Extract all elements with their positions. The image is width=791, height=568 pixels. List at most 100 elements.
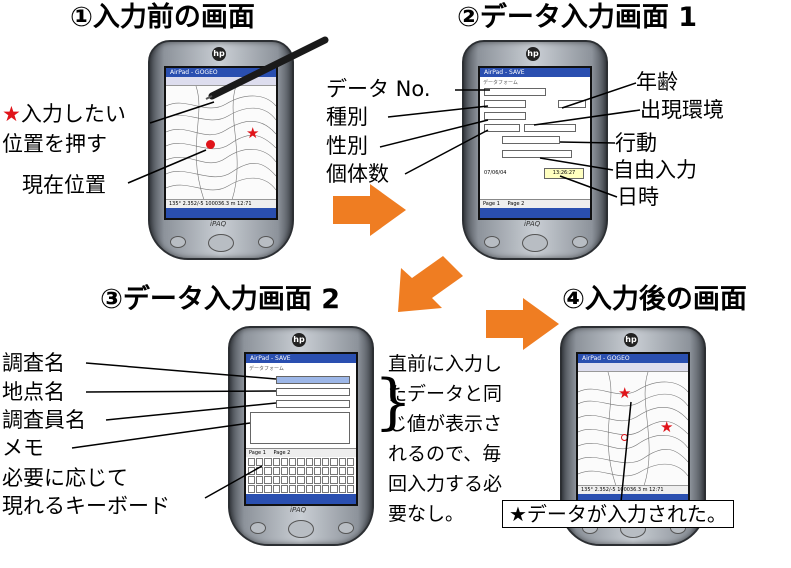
pda-screen-1: AirPad - GOGEO ★ 135° 2.352/-5 100036 — [164, 66, 278, 220]
tab-page-1[interactable]: Page 1 — [483, 201, 500, 207]
tap-instruction-line-2: 位置を押す — [2, 132, 107, 156]
hp-logo-icon: hp — [624, 333, 638, 347]
page-tabs: Page 1 Page 2 — [246, 448, 356, 457]
tab-page-1[interactable]: Page 1 — [249, 450, 266, 456]
memo-field[interactable] — [250, 412, 350, 444]
datetime-label: 日時 — [617, 185, 659, 209]
software-keyboard[interactable] — [248, 458, 354, 493]
hardware-button[interactable] — [258, 236, 274, 248]
current-position-marker — [206, 140, 215, 149]
memo-label: メモ — [2, 436, 44, 460]
data-no-field[interactable] — [484, 88, 546, 96]
note-line-2: たデータと同 — [388, 383, 503, 405]
app-title-bar: AirPad - GOGEO — [166, 68, 276, 77]
leader-line-site-name — [85, 390, 277, 393]
title-screen-before-input: ①入力前の画面 — [70, 2, 255, 33]
hardware-button[interactable] — [250, 522, 266, 534]
leader-line-sex — [379, 119, 489, 148]
leader-line-age — [561, 82, 637, 109]
note-line-1: 直前に入力し — [388, 353, 503, 375]
hardware-button[interactable] — [338, 522, 354, 534]
note-line-3: じ値が表示さ — [388, 413, 503, 435]
tab-page-2[interactable]: Page 2 — [507, 201, 525, 207]
pda-screen-4: AirPad - GOGEO ★ ★ 135° 2.352/- — [576, 352, 690, 506]
app-title-bar: AirPad - GOGEO — [578, 354, 688, 363]
environment-label: 出現環境 — [640, 98, 724, 122]
leader-line-environment — [533, 109, 641, 126]
pda-screen-2: AirPad - SAVE データフォーム 07/06/04 13:26:27 … — [478, 66, 592, 220]
leader-line-result — [620, 401, 632, 503]
star-icon: ★ — [2, 102, 21, 126]
hardware-button[interactable] — [484, 236, 500, 248]
app-title-bar: AirPad - SAVE — [480, 68, 590, 77]
sex-field[interactable] — [484, 112, 526, 120]
page-tabs: Page 1 Page 2 — [480, 199, 590, 208]
leader-line-species — [387, 105, 489, 118]
keyboard-label-line-1: 必要に応じて — [2, 466, 128, 490]
map-toolbar[interactable] — [166, 77, 276, 86]
leader-line-survey-name — [85, 362, 277, 380]
leader-line-datetime — [559, 175, 618, 198]
recorded-data-star-icon: ★ — [660, 418, 674, 436]
leader-line-keyboard — [204, 465, 263, 499]
tap-instruction-line-1: ★入力したい — [2, 102, 126, 126]
hp-logo-icon: hp — [292, 333, 306, 347]
site-name-label: 地点名 — [2, 380, 65, 404]
hardware-button[interactable] — [572, 236, 588, 248]
hp-logo-icon: hp — [212, 47, 226, 61]
pda-device-1: hp AirPad - GOGEO ★ 135° 2.352 — [148, 40, 294, 260]
count-field[interactable] — [484, 124, 520, 132]
title-data-input-screen-2: ③データ入力画面 2 — [100, 284, 341, 315]
free-input-field[interactable] — [502, 150, 572, 158]
flow-arrows — [333, 184, 559, 350]
bottom-command-bar — [480, 208, 590, 218]
title-screen-after-input: ④入力後の画面 — [562, 284, 747, 315]
arrow-right-icon — [486, 298, 559, 350]
data-no-label: データ No. — [326, 77, 431, 101]
navigation-pad[interactable] — [522, 234, 548, 252]
form-title: データフォーム — [483, 80, 518, 86]
keyboard-label-line-2: 現れるキーボード — [2, 494, 170, 518]
environment-field[interactable] — [524, 124, 576, 132]
navigation-pad[interactable] — [288, 520, 314, 538]
bottom-command-bar — [166, 208, 276, 218]
contour-lines — [166, 85, 276, 201]
hp-logo-icon: hp — [526, 47, 540, 61]
leader-line-surveyor — [105, 402, 277, 421]
arrow-right-icon — [333, 184, 406, 236]
recorded-data-star-icon: ★ — [618, 384, 632, 402]
tab-page-2[interactable]: Page 2 — [273, 450, 291, 456]
survey-name-field[interactable] — [276, 376, 350, 384]
topographic-map[interactable]: ★ ★ — [578, 371, 688, 487]
site-name-field[interactable] — [276, 388, 350, 396]
navigation-pad[interactable] — [208, 234, 234, 252]
free-input-label: 自由入力 — [613, 158, 697, 182]
note-line-6: 要なし。 — [388, 503, 465, 525]
note-line-5: 回入力する必 — [388, 473, 503, 495]
surveyor-label: 調査員名 — [2, 408, 86, 432]
behavior-label: 行動 — [615, 131, 657, 155]
sex-label: 性別 — [326, 134, 368, 158]
species-field[interactable] — [484, 100, 526, 108]
survey-name-label: 調査名 — [2, 351, 65, 375]
stylus-pen — [205, 36, 329, 100]
right-brace: } — [374, 367, 413, 437]
topographic-map[interactable]: ★ — [166, 85, 276, 201]
bottom-command-bar — [578, 494, 688, 504]
species-label: 種別 — [326, 105, 368, 129]
time-value[interactable]: 13:26:27 — [544, 168, 584, 179]
behavior-field[interactable] — [502, 136, 560, 144]
brand-label: iPAQ — [524, 220, 541, 228]
title-data-input-screen-1: ②データ入力画面 1 — [457, 2, 698, 33]
app-title-bar: AirPad - SAVE — [246, 354, 356, 363]
contour-lines — [578, 371, 688, 487]
count-label: 個体数 — [326, 162, 389, 186]
leader-line-current-position — [127, 149, 207, 184]
surveyor-field[interactable] — [276, 400, 350, 408]
arrow-down-left-icon — [398, 256, 463, 312]
map-toolbar[interactable] — [578, 363, 688, 372]
bottom-command-bar — [246, 494, 356, 504]
hardware-button[interactable] — [170, 236, 186, 248]
